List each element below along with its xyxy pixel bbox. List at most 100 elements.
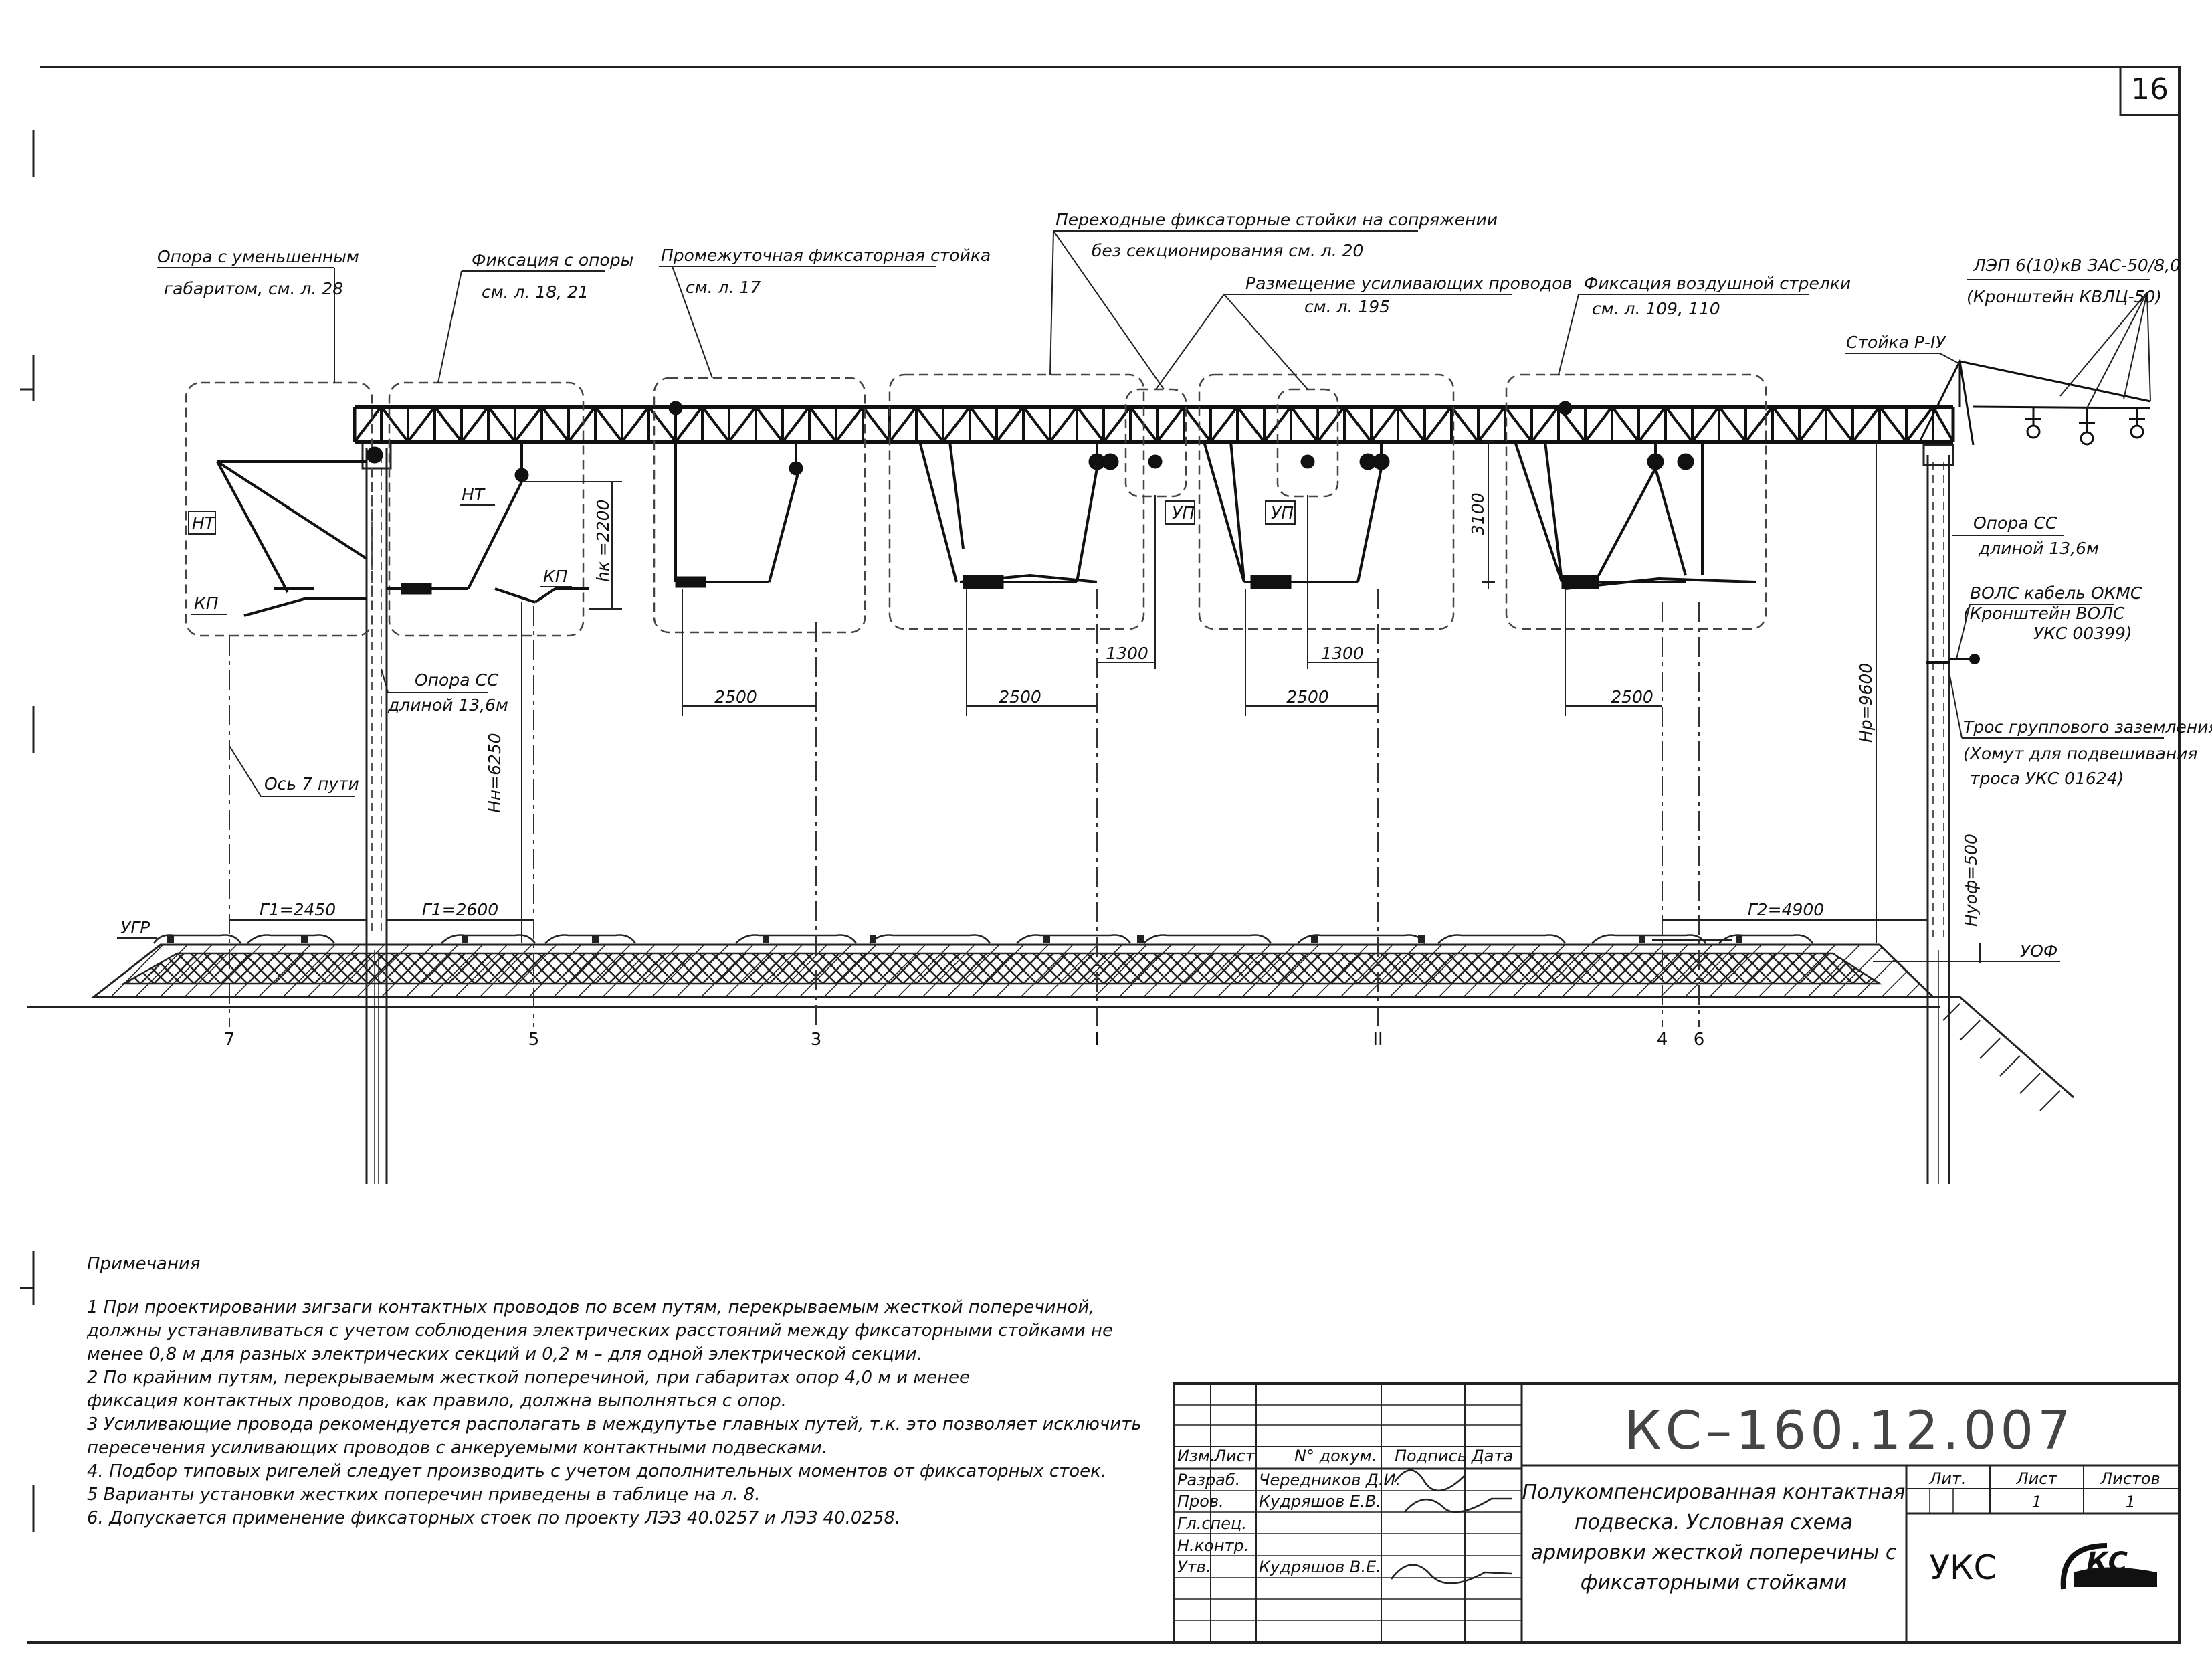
tb-header-date: Дата — [1471, 1447, 1513, 1465]
dim-hn: Hн=6250 — [485, 733, 504, 813]
callout-transitional: Переходные фиксаторные стойки на сопряже… — [1055, 210, 1498, 229]
nt-label: НТ — [192, 513, 216, 533]
up-label: УП — [1271, 503, 1294, 523]
sheet-number: 16 — [2131, 72, 2169, 106]
fittings — [366, 401, 1694, 595]
up-label: УП — [1172, 503, 1195, 523]
dim-1300: 1300 — [1321, 644, 1364, 663]
title-block — [1173, 1382, 2181, 1644]
title-line: фиксаторными стойками — [1581, 1571, 1847, 1594]
tb-role: Н.контр. — [1177, 1536, 1249, 1555]
tb-sheets: Листов — [2100, 1469, 2160, 1488]
callout-ground: троса УКС 01624) — [1970, 769, 2124, 788]
title-line: армировки жесткой поперечины с — [1531, 1541, 1897, 1564]
power-line-label-2: (Кронштейн КВЛЦ-50) — [1967, 287, 2162, 306]
track-number: I — [1094, 1030, 1100, 1050]
power-line-label-1: ЛЭП 6(10)кВ ЗАС-50/8,0 — [1973, 256, 2181, 275]
signature-scribbles — [1391, 1469, 1512, 1584]
callout-reinforcing: см. л. 195 — [1304, 297, 1390, 316]
org-name: УКС — [1930, 1548, 1997, 1587]
callout-pole-cc-right: Опора СС — [1973, 513, 2057, 533]
sheet-frame — [20, 66, 2181, 1644]
callout-ground: (Хомут для подвешивания — [1963, 744, 2197, 763]
tb-header-doc: N° докум. — [1294, 1447, 1377, 1465]
tb-header-sign: Подпись — [1395, 1447, 1467, 1465]
callout-pole-cc: Опора СС — [415, 670, 499, 690]
track-number: II — [1373, 1030, 1383, 1050]
dimension-lines — [229, 441, 1981, 963]
tb-sheet: Лист — [2016, 1469, 2058, 1488]
notes-heading: Примечания — [87, 1254, 201, 1274]
note-line: 5 Варианты установки жестких поперечин п… — [87, 1485, 761, 1505]
note-line: фиксация контактных проводов, как правил… — [87, 1391, 787, 1411]
note-line: 1 При проектировании зигзаги контактных … — [87, 1297, 1095, 1317]
callout-fix-from-pole: см. л. 18, 21 — [482, 282, 589, 302]
callout-fix-from-pole: Фиксация с опоры — [472, 250, 633, 270]
track-axes — [229, 589, 1700, 1027]
tb-name: Кудряшов Е.В. — [1259, 1492, 1381, 1511]
track-number: 4 — [1657, 1030, 1668, 1050]
power-line-leaders — [2059, 292, 2151, 409]
note-line: 4. Подбор типовых ригелей следует произв… — [87, 1461, 1107, 1481]
kp-label: КП — [543, 567, 568, 586]
callout-fiber: УКС 00399) — [2033, 624, 2132, 643]
callout-reinforcing: Размещение усиливающих проводов — [1245, 274, 1572, 293]
nt-label: НТ — [462, 485, 486, 504]
rack-label: Стойка Р-IУ — [1846, 333, 1946, 352]
dim-2500: 2500 — [1286, 687, 1329, 707]
callout-pole-cc: длиной 13,6м — [387, 695, 508, 715]
tb-lit: Лит. — [1928, 1469, 1966, 1488]
dim-1300: 1300 — [1106, 644, 1148, 663]
note-line: менее 0,8 м для разных электрических сек… — [87, 1344, 922, 1364]
dim-g2: Г2=4900 — [1748, 900, 1824, 919]
tb-name: Чередников Д.И. — [1259, 1471, 1401, 1489]
dim-hk: hк =2200 — [593, 500, 613, 582]
callout-air-switch: Фиксация воздушной стрелки — [1584, 274, 1851, 293]
callout-fiber: ВОЛС кабель ОКМС — [1970, 583, 2142, 603]
tb-role: Пров. — [1177, 1492, 1224, 1511]
company-logo: КС — [2056, 1542, 2158, 1593]
dim-2500: 2500 — [714, 687, 757, 707]
tb-role: Утв. — [1177, 1558, 1211, 1576]
dim-g1: Г1=2450 — [260, 900, 336, 919]
logo-letters: КС — [2086, 1547, 2128, 1578]
ugr-label: УГР — [120, 918, 150, 937]
callout-reduced-pole: Опора с уменьшенным — [157, 247, 359, 266]
dim-huof: Hуоф=500 — [1961, 834, 1981, 927]
tb-sheets-value: 1 — [2125, 1493, 2135, 1511]
tb-header-izm: Изм. — [1177, 1447, 1215, 1465]
kp-label: КП — [194, 593, 219, 613]
power-line-insulators — [2025, 408, 2145, 446]
track-number: 7 — [224, 1030, 235, 1050]
dim-2500: 2500 — [999, 687, 1041, 707]
tb-role: Разраб. — [1177, 1471, 1240, 1489]
callout-ground: Трос группового заземления — [1963, 717, 2212, 737]
callout-intermediate: Промежуточная фиксаторная стойка — [661, 246, 991, 265]
title-line: подвеска. Условная схема — [1575, 1511, 1853, 1534]
track-number: 6 — [1694, 1030, 1705, 1050]
track-number: 5 — [528, 1030, 540, 1050]
note-line: должны устанавливаться с учетом соблюден… — [87, 1321, 1113, 1341]
callout-leaders — [157, 230, 1809, 390]
dim-hp: Hр=9600 — [1856, 663, 1876, 743]
callout-axis-7: Ось 7 пути — [264, 774, 359, 794]
dim-2500: 2500 — [1611, 687, 1653, 707]
tb-name: Кудряшов В.Е. — [1259, 1558, 1381, 1576]
callout-intermediate: см. л. 17 — [686, 278, 761, 297]
uof-label: УОФ — [2020, 941, 2057, 961]
rigid-crossbar-truss — [353, 405, 1955, 444]
callout-fiber: (Кронштейн ВОЛС — [1963, 604, 2125, 623]
note-line: 3 Усиливающие провода рекомендуется расп… — [87, 1414, 1142, 1435]
track-bed — [27, 934, 2074, 1111]
notes: Примечания 1 При проектировании зигзаги … — [87, 1253, 1171, 1530]
callout-pole-cc-right: длиной 13,6м — [1978, 539, 2099, 558]
cantilevers — [216, 441, 1756, 617]
callout-air-switch: см. л. 109, 110 — [1592, 299, 1720, 318]
tb-header-list: Лист — [1213, 1447, 1255, 1465]
left-pole — [361, 440, 392, 1184]
rack-r-iu — [1918, 358, 2151, 446]
note-line: 6. Допускается применение фиксаторных ст… — [87, 1508, 901, 1528]
note-line: 2 По крайним путям, перекрываемым жестко… — [87, 1368, 970, 1388]
tb-role: Гл.спец. — [1177, 1514, 1247, 1533]
